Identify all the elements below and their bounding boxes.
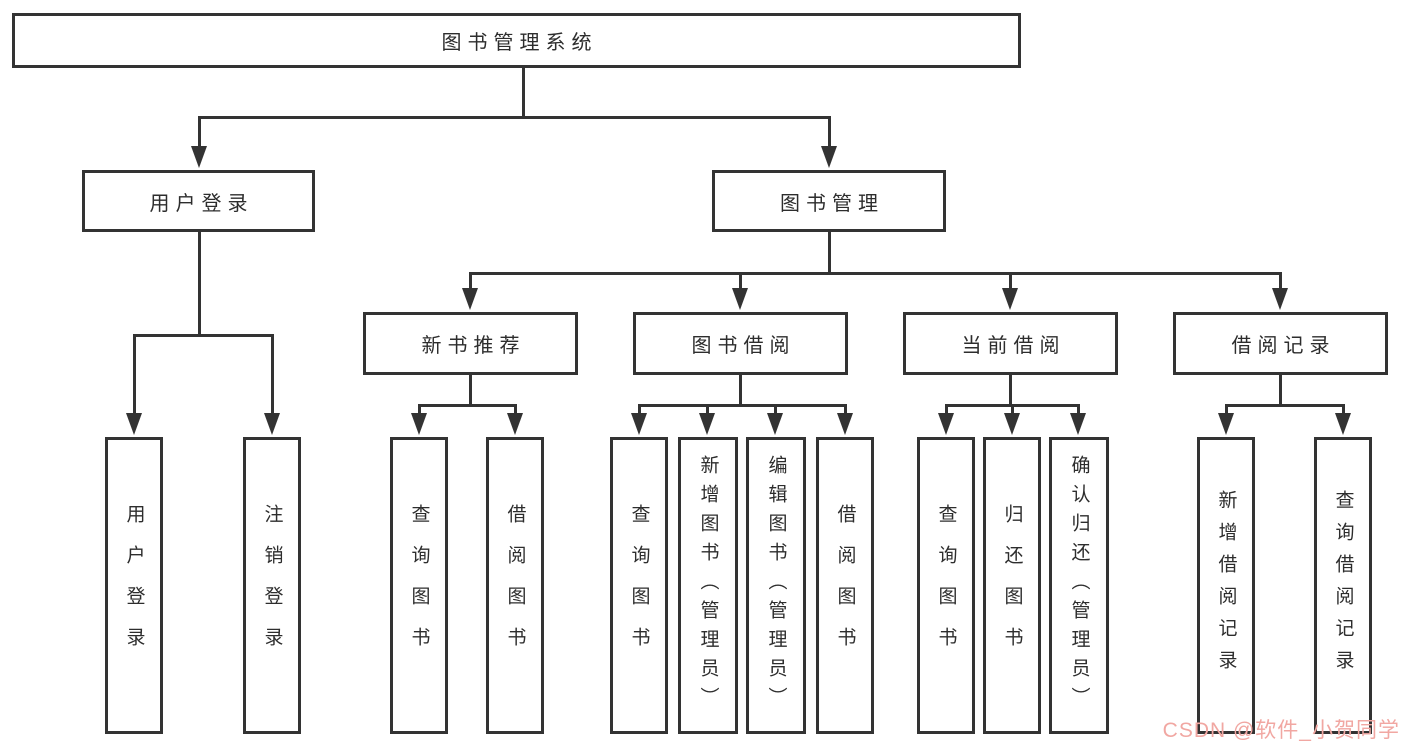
leaf-br-query-record-label: 查询借阅记录: [1332, 489, 1354, 682]
connector-drop-bb-add: [706, 406, 709, 414]
connector-root-trunk: [522, 68, 525, 119]
connector-bb-hline: [638, 404, 847, 407]
connector-drop-leaf-logout: [271, 336, 274, 414]
leaf-nbr-borrow-books: 借阅图书: [486, 437, 544, 734]
connector-drop-book-borrow: [739, 274, 742, 292]
leaf-user-login: 用户登录: [105, 437, 163, 734]
arrow-down-nbr-query: [411, 413, 427, 435]
connector-drop-bb-query: [638, 406, 641, 414]
leaf-logout: 注销登录: [243, 437, 301, 734]
leaf-cb-return-books: 归还图书: [983, 437, 1041, 734]
connector-nbr-trunk: [469, 375, 472, 407]
connector-drop-leaf-user-login: [133, 336, 136, 414]
connector-drop-bb-edit: [774, 406, 777, 414]
leaf-br-add-record: 新增借阅记录: [1197, 437, 1255, 734]
leaf-bb-borrow-books: 借阅图书: [816, 437, 874, 734]
leaf-nbr-borrow-books-label: 借阅图书: [504, 503, 526, 668]
connector-drop-nbr-borrow: [514, 406, 517, 414]
arrow-down-current-borrow: [1002, 288, 1018, 310]
arrow-down-book-management: [821, 146, 837, 168]
connector-bb-trunk: [739, 375, 742, 407]
leaf-bb-add-books-admin: 新增图书（管理员）: [678, 437, 738, 734]
arrow-down-cb-query: [938, 413, 954, 435]
leaf-cb-query-books: 查询图书: [917, 437, 975, 734]
leaf-cb-query-books-label: 查询图书: [935, 503, 957, 668]
connector-nbr-hline: [418, 404, 517, 407]
connector-user-login-trunk: [198, 232, 201, 337]
arrow-down-bb-add: [699, 413, 715, 435]
connector-br-hline: [1225, 404, 1345, 407]
arrow-down-leaf-logout: [264, 413, 280, 435]
node-book-management-label: 图书管理: [780, 192, 884, 215]
connector-drop-cb-query: [945, 406, 948, 414]
connector-level3-hline: [469, 272, 1282, 275]
leaf-br-add-record-label: 新增借阅记录: [1215, 489, 1237, 682]
connector-book-management-trunk: [828, 232, 831, 275]
arrow-down-leaf-user-login: [126, 413, 142, 435]
node-user-login: 用户登录: [82, 170, 315, 232]
leaf-cb-confirm-return-admin-label: 确认归还（管理员）: [1068, 455, 1090, 716]
leaf-nbr-query-books-label: 查询图书: [408, 503, 430, 668]
connector-drop-book-management: [828, 117, 831, 150]
arrow-down-br-query: [1335, 413, 1351, 435]
node-root: 图书管理系统: [12, 13, 1021, 68]
connector-drop-new-book-recommend: [469, 274, 472, 292]
node-new-book-recommend: 新书推荐: [363, 312, 578, 375]
node-book-borrow-label: 图书借阅: [691, 335, 796, 357]
leaf-bb-borrow-books-label: 借阅图书: [834, 503, 856, 668]
connector-drop-nbr-query: [418, 406, 421, 414]
connector-drop-borrow-records: [1279, 274, 1282, 292]
connector-br-trunk: [1279, 375, 1282, 407]
leaf-cb-confirm-return-admin: 确认归还（管理员）: [1049, 437, 1109, 734]
connector-user-login-hline: [133, 334, 274, 337]
arrow-down-bb-query: [631, 413, 647, 435]
node-borrow-records: 借阅记录: [1173, 312, 1388, 375]
connector-drop-cb-confirm: [1077, 406, 1080, 414]
connector-drop-bb-borrow: [844, 406, 847, 414]
node-book-management: 图书管理: [712, 170, 946, 232]
arrow-down-book-borrow: [732, 288, 748, 310]
arrow-down-user-login: [191, 146, 207, 168]
arrow-down-bb-edit: [767, 413, 783, 435]
connector-cb-trunk: [1009, 375, 1012, 407]
leaf-bb-query-books: 查询图书: [610, 437, 668, 734]
leaf-bb-edit-books-admin: 编辑图书（管理员）: [746, 437, 806, 734]
connector-drop-br-add: [1225, 406, 1228, 414]
arrow-down-borrow-records: [1272, 288, 1288, 310]
leaf-bb-add-books-admin-label: 新增图书（管理员）: [697, 455, 719, 716]
leaf-cb-return-books-label: 归还图书: [1001, 503, 1023, 668]
node-book-borrow: 图书借阅: [633, 312, 848, 375]
arrow-down-cb-confirm: [1070, 413, 1086, 435]
connector-level2-hline: [198, 116, 831, 119]
arrow-down-br-add: [1218, 413, 1234, 435]
leaf-user-login-label: 用户登录: [123, 503, 145, 668]
node-new-book-recommend-label: 新书推荐: [421, 335, 526, 357]
node-current-borrow: 当前借阅: [903, 312, 1118, 375]
connector-drop-user-login: [198, 117, 201, 150]
connector-drop-br-query: [1342, 406, 1345, 414]
leaf-bb-edit-books-admin-label: 编辑图书（管理员）: [765, 455, 787, 716]
leaf-nbr-query-books: 查询图书: [390, 437, 448, 734]
node-current-borrow-label: 当前借阅: [961, 335, 1066, 357]
leaf-bb-query-books-label: 查询图书: [628, 503, 650, 668]
leaf-logout-label: 注销登录: [261, 503, 283, 668]
watermark: CSDN @软件_小贺同学: [1162, 719, 1400, 742]
arrow-down-bb-borrow: [837, 413, 853, 435]
arrow-down-new-book-recommend: [462, 288, 478, 310]
connector-cb-hline: [945, 404, 1080, 407]
connector-drop-cb-return: [1011, 406, 1014, 414]
node-borrow-records-label: 借阅记录: [1231, 335, 1336, 357]
node-root-label: 图书管理系统: [441, 32, 598, 54]
node-user-login-label: 用户登录: [149, 192, 254, 215]
leaf-br-query-record: 查询借阅记录: [1314, 437, 1372, 734]
arrow-down-nbr-borrow: [507, 413, 523, 435]
connector-drop-current-borrow: [1009, 274, 1012, 292]
arrow-down-cb-return: [1004, 413, 1020, 435]
